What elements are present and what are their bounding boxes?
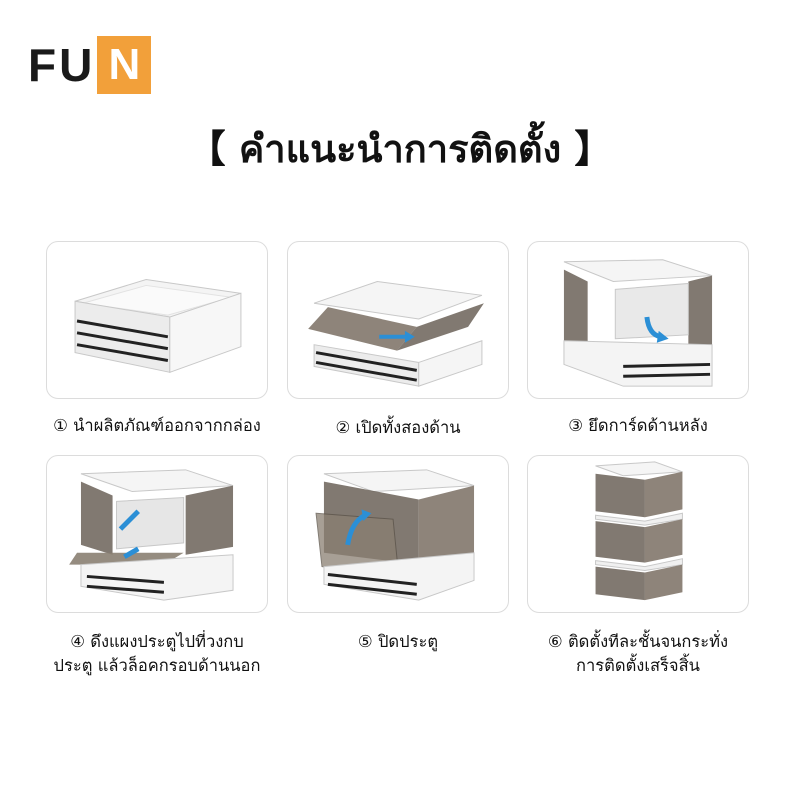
step-4-image: [46, 455, 268, 613]
step-4-caption-line-1: ④ ดึงแผงประตูไปที่วงกบ: [70, 632, 244, 651]
door-frame-icon: [69, 469, 234, 601]
close-door-icon: [315, 469, 475, 601]
step-5-image: [287, 455, 509, 613]
step-1-caption: ① นำผลิตภัณฑ์ออกจากกล่อง: [53, 416, 261, 435]
step-6-image: [527, 455, 749, 613]
page-title: 【 คำแนะนำการติดตั้ง 】: [187, 127, 613, 171]
step-5-caption: ⑤ ปิดประตู: [357, 632, 439, 651]
step-1-image: [46, 241, 268, 399]
step-3-caption: ③ ยึดการ์ดด้านหลัง: [568, 416, 708, 435]
unfold-sides-icon: [308, 280, 484, 387]
back-panel-icon: [563, 259, 713, 387]
closed-box-icon: [74, 279, 242, 374]
step-6-caption: ⑥ ติดตั้งทีละชั้นจนกระทั่ง การติดตั้งเสร…: [508, 630, 768, 678]
step-2-image: [287, 241, 509, 399]
step-2-caption: ② เปิดทั้งสองด้าน: [335, 418, 461, 437]
logo-accent-box: N: [97, 36, 152, 94]
logo-text: FU: [28, 39, 96, 91]
step-4-caption: ④ ดึงแผงประตูไปที่วงกบ ประตู แล้วล็อคกรอ…: [27, 630, 287, 678]
step-6-caption-line-2: การติดตั้งเสร็จสิ้น: [576, 656, 700, 675]
brand-logo: FU N: [28, 36, 152, 94]
step-6-caption-line-1: ⑥ ติดตั้งทีละชั้นจนกระทั่ง: [547, 632, 729, 651]
stacked-boxes-icon: [595, 461, 683, 601]
step-4-caption-line-2: ประตู แล้วล็อคกรอบด้านนอก: [53, 656, 261, 675]
step-3-image: [527, 241, 749, 399]
logo-accent-letter: N: [108, 40, 141, 89]
